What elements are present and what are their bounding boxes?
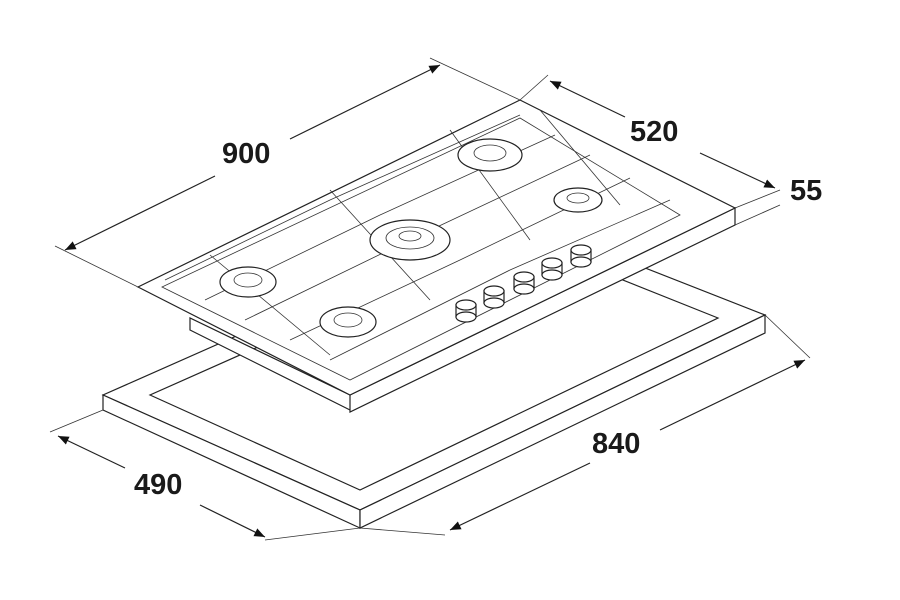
dim-line-840-a <box>449 462 591 531</box>
control-knobs <box>455 244 592 323</box>
knob <box>570 244 592 268</box>
dim-line-520-a <box>549 80 626 118</box>
dimension-width-label: 900 <box>222 138 271 170</box>
burner-right <box>553 187 603 213</box>
knob <box>541 257 563 281</box>
dimension-cutout-width-label: 840 <box>592 428 641 460</box>
burner-front-left <box>219 266 277 298</box>
burners <box>219 138 603 338</box>
dim-line-490-b <box>199 504 266 538</box>
burner-back <box>457 138 523 172</box>
knob <box>455 299 477 323</box>
dim-line-900-a <box>64 175 216 251</box>
extension-lines <box>49 57 811 541</box>
burner-wok <box>369 219 451 261</box>
dim-line-840-b <box>659 359 806 431</box>
dim-line-490-a <box>57 435 126 469</box>
burner-front-center <box>319 306 377 338</box>
dimension-cutout-depth-label: 490 <box>134 469 183 501</box>
dim-line-900-b <box>289 64 441 140</box>
dim-line-520-b <box>699 152 776 189</box>
dimension-depth-label: 520 <box>630 116 679 148</box>
knob <box>483 285 505 309</box>
knob <box>513 271 535 295</box>
dimension-height-label: 55 <box>790 175 823 207</box>
